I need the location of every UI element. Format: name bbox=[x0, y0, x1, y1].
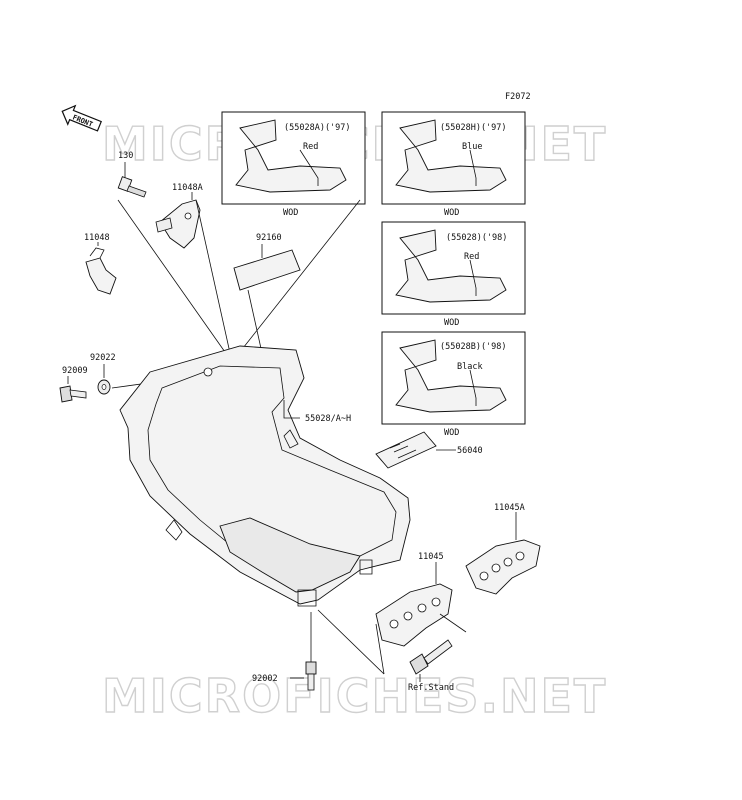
callout-92002: 92002 bbox=[252, 674, 278, 684]
bracket-11048-icon bbox=[85, 247, 117, 295]
variant-color: Red bbox=[464, 252, 479, 262]
variant-color: Blue bbox=[462, 142, 482, 152]
callout-11048: 11048 bbox=[84, 233, 110, 243]
front-label: FRONT bbox=[71, 113, 94, 128]
callout-92009: 92009 bbox=[62, 366, 88, 376]
watermark-bottom: MICROFICHES.NET bbox=[102, 669, 607, 723]
variant-note: WOD bbox=[444, 208, 459, 218]
front-arrow-icon: FRONT bbox=[61, 104, 102, 132]
variant-box-55028B: (55028B)('98) Black WOD bbox=[381, 331, 526, 438]
callout-130: 130 bbox=[118, 151, 133, 161]
variant-note: WOD bbox=[444, 428, 459, 438]
variant-box-55028A: (55028A)('97) Red WOD bbox=[221, 111, 366, 218]
variant-note: WOD bbox=[444, 318, 459, 328]
variant-code: (55028B)('98) bbox=[440, 342, 507, 352]
bracket-11048A-icon bbox=[155, 199, 201, 249]
ref-stand-bolt-icon bbox=[409, 639, 453, 675]
variant-color: Red bbox=[303, 142, 318, 152]
label-56040-icon bbox=[375, 431, 437, 469]
variant-note: WOD bbox=[283, 208, 298, 218]
variant-code: (55028A)('97) bbox=[284, 123, 351, 133]
bracket-11045A-icon bbox=[465, 539, 541, 595]
variant-box-55028H: (55028H)('97) Blue WOD bbox=[381, 111, 526, 218]
variant-color: Black bbox=[457, 362, 483, 372]
callout-92160: 92160 bbox=[256, 233, 282, 243]
callout-ref-stand: Ref.Stand bbox=[408, 683, 454, 693]
label-92160-icon bbox=[233, 249, 301, 291]
bracket-11045-icon bbox=[375, 583, 453, 647]
callout-11045: 11045 bbox=[418, 552, 444, 562]
callout-55028: 55028/A~H bbox=[305, 414, 351, 424]
figure-code: F2072 bbox=[505, 92, 531, 102]
variant-code: (55028)('98) bbox=[446, 233, 507, 243]
callout-92022: 92022 bbox=[90, 353, 116, 363]
bolt-92009-icon bbox=[59, 385, 87, 403]
bolt-130-icon bbox=[117, 176, 147, 198]
lower-cowl-part bbox=[119, 345, 411, 607]
callout-11048A: 11048A bbox=[172, 183, 203, 193]
callout-11045A: 11045A bbox=[494, 503, 525, 513]
variant-code: (55028H)('97) bbox=[440, 123, 507, 133]
variant-box-55028: (55028)('98) Red WOD bbox=[381, 221, 526, 328]
callout-56040: 56040 bbox=[457, 446, 483, 456]
washer-92022-icon bbox=[97, 379, 111, 395]
